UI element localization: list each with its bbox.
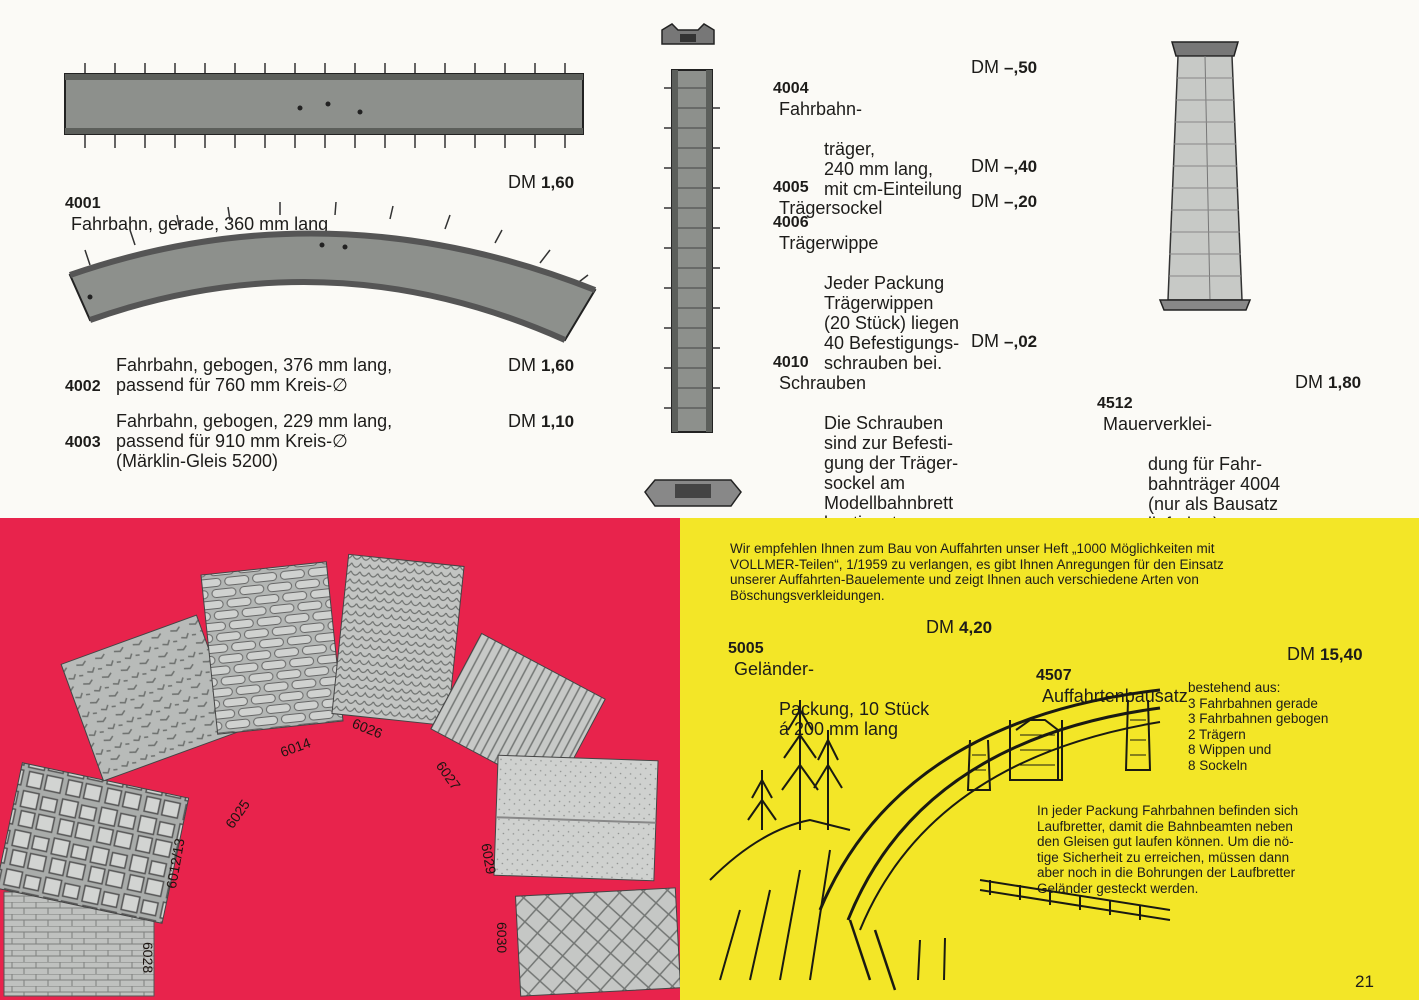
item-4001: 4001 Fahrbahn, gerade, 360 mm lang DM 1,… xyxy=(65,172,590,254)
price-currency: DM xyxy=(971,191,999,211)
item-4004: 4004 Fahrbahn- DM –,50 träger, 240 mm la… xyxy=(773,57,1063,219)
item-number: 4507 xyxy=(1036,667,1072,684)
item-number: 4006 xyxy=(773,214,809,231)
item-4003: 4003 Fahrbahn, gebogen, 229 mm lang, pas… xyxy=(65,411,590,493)
price-value: 15,40 xyxy=(1320,645,1363,664)
curved-roadway-image xyxy=(68,201,597,343)
item-description: träger, 240 mm lang, mit cm-Einteilung xyxy=(824,139,963,199)
item-4010: 4010 Schrauben DM –,02 Die Schrauben sin… xyxy=(773,331,1063,553)
girder-cap-image xyxy=(661,23,715,45)
item-description: Jeder Packung Trägerwippen (20 Stück) li… xyxy=(824,273,960,373)
item-4002: 4002 Fahrbahn, gebogen, 376 mm lang, pas… xyxy=(65,355,590,437)
item-number: 4005 xyxy=(773,179,809,196)
item-number: 4001 xyxy=(65,195,101,212)
price-value: 1,60 xyxy=(541,356,575,375)
price-currency: DM xyxy=(508,355,536,375)
price-value: 1,10 xyxy=(541,412,575,431)
price-currency: DM xyxy=(971,57,999,77)
item-4005: 4005 Trägersockel DM –,40 xyxy=(773,156,1063,238)
price-value: –,50 xyxy=(1004,58,1038,77)
price-value: 1,80 xyxy=(1328,373,1362,392)
item-title: Trägerwippe xyxy=(779,233,879,253)
item-4512: 4512 Mauerverklei- DM 1,80 dung für Fahr… xyxy=(1097,372,1387,554)
item-title: Trägersockel xyxy=(779,198,883,218)
item-number: 4010 xyxy=(773,354,809,371)
price-currency: DM xyxy=(1287,644,1315,664)
item-description: Fahrbahn, gebogen, 229 mm lang, passend … xyxy=(116,411,393,471)
price-currency: DM xyxy=(1295,372,1323,392)
price-value: –,40 xyxy=(1004,157,1038,176)
ramp-illustration xyxy=(709,688,1171,991)
price-currency: DM xyxy=(971,156,999,176)
price-value: 1,60 xyxy=(541,173,575,192)
item-title: Geländer- xyxy=(734,659,815,679)
tile-label-6030: 6030 xyxy=(494,922,510,954)
girder-image xyxy=(664,69,720,433)
ramp-set-panel xyxy=(680,518,1419,1000)
item-5005: 5005 Geländer- DM 4,20 Packung, 10 Stück… xyxy=(728,617,1028,759)
item-description: Fahrbahn, gebogen, 376 mm lang, passend … xyxy=(116,355,393,395)
item-number: 4512 xyxy=(1097,395,1133,412)
straight-roadway-image xyxy=(64,63,584,148)
item-description: Packung, 10 Stück á 200 mm lang xyxy=(779,699,930,739)
kit-contents-list: bestehend aus: 3 Fahrbahnen gerade 3 Fah… xyxy=(1188,680,1329,773)
item-number: 4004 xyxy=(773,80,809,97)
item-title: Fahrbahn- xyxy=(779,99,863,119)
item-number: 4002 xyxy=(65,378,101,395)
item-number: 4003 xyxy=(65,434,101,451)
walkway-note: In jeder Packung Fahrbahnen befinden sic… xyxy=(1037,803,1299,896)
intro-paragraph: Wir empfehlen Ihnen zum Bau von Auffahrt… xyxy=(730,541,1224,603)
price-value: 4,20 xyxy=(959,618,993,637)
item-description: Die Schrauben sind zur Befesti- gung der… xyxy=(824,413,959,533)
item-number: 5005 xyxy=(728,640,764,657)
page-number: 21 xyxy=(1355,972,1374,991)
tile-label-6028: 6028 xyxy=(140,942,156,974)
girder-base-image xyxy=(644,479,742,507)
price-currency: DM xyxy=(508,172,536,192)
pier-image xyxy=(1158,41,1252,311)
price-currency: DM xyxy=(508,411,536,431)
price-value: –,02 xyxy=(1004,332,1038,351)
price-currency: DM xyxy=(971,331,999,351)
wall-tiles-illustration xyxy=(0,553,682,997)
item-title: Schrauben xyxy=(779,373,867,393)
item-4006: 4006 Trägerwippe DM –,20 Jeder Packung T… xyxy=(773,191,1063,393)
price-value: –,20 xyxy=(1004,192,1038,211)
price-currency: DM xyxy=(926,617,954,637)
item-description: Fahrbahn, gerade, 360 mm lang xyxy=(71,214,329,234)
item-title: Mauerverklei- xyxy=(1103,414,1213,434)
